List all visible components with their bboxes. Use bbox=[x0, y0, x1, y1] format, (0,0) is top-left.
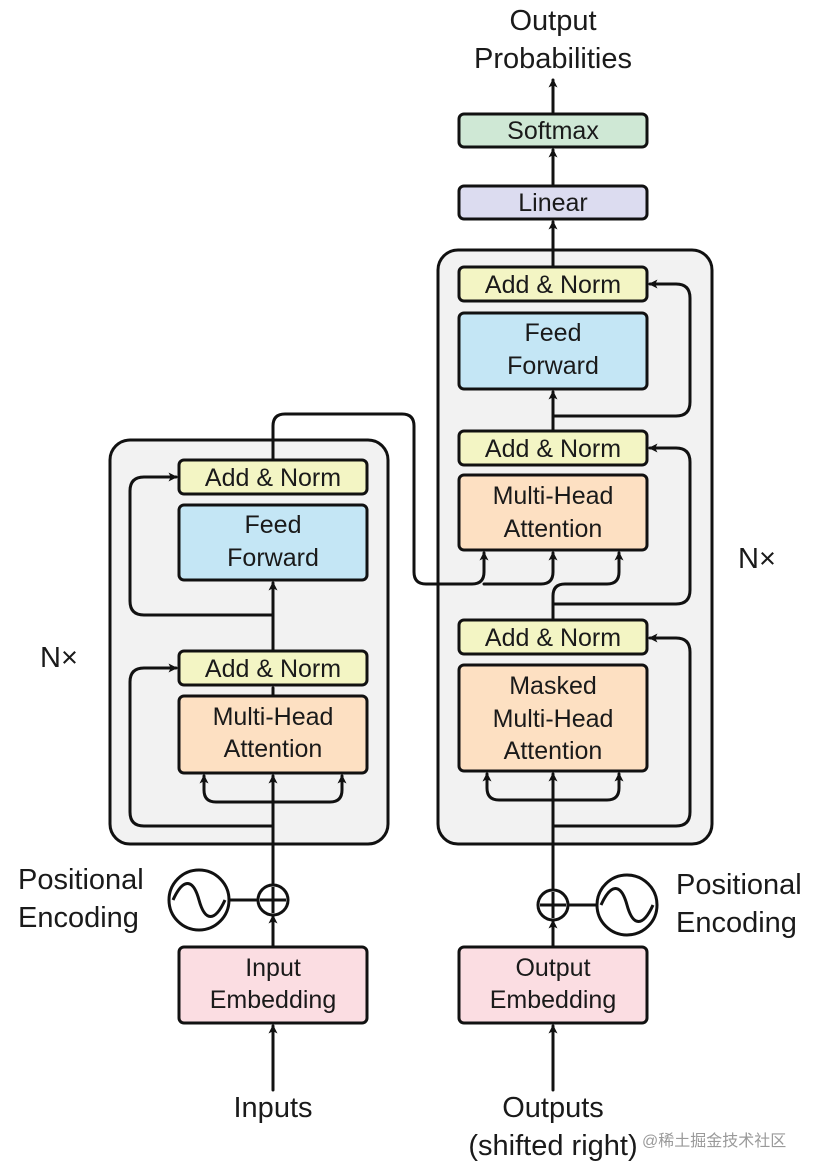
enc-sine-wave-icon bbox=[167, 868, 231, 932]
dec-ff-line1: Feed bbox=[525, 319, 582, 347]
dec-norm-to-cross bbox=[551, 551, 624, 620]
dec-positional-line2: Encoding bbox=[676, 907, 797, 939]
dec-cross-attn-line1: Multi-Head bbox=[493, 482, 614, 510]
dec-residual-1 bbox=[551, 633, 692, 828]
dec-plus-icon bbox=[536, 888, 570, 922]
enc-attn-fan-left bbox=[199, 774, 275, 804]
dec-add-norm-top-box bbox=[457, 265, 649, 303]
dec-masked-attn-line1: Masked bbox=[509, 672, 597, 700]
enc-residual-2 bbox=[128, 472, 275, 617]
enc-positional-line2: Encoding bbox=[18, 902, 139, 934]
dec-add-norm-mid-label: Add & Norm bbox=[485, 435, 621, 463]
enc-add-norm-top-box bbox=[177, 458, 369, 496]
enc-embed-line2: Embedding bbox=[210, 986, 336, 1014]
enc-to-dec-branch bbox=[482, 551, 558, 586]
dec-sine-wave-icon bbox=[595, 873, 659, 937]
output-title-line2: Probabilities bbox=[474, 43, 632, 75]
enc-nx-label: N× bbox=[40, 642, 78, 674]
dec-nx-label: N× bbox=[738, 543, 776, 575]
enc-attention-box bbox=[177, 694, 369, 775]
dec-residual-3 bbox=[551, 279, 692, 418]
dec-cross-attn-line2: Attention bbox=[504, 515, 603, 543]
enc-add-norm-bottom-label: Add & Norm bbox=[205, 655, 341, 683]
softmax-box bbox=[457, 112, 649, 149]
enc-positional-line1: Positional bbox=[18, 864, 144, 896]
enc-residual-1 bbox=[128, 663, 275, 828]
output-title-line1: Output bbox=[509, 5, 596, 37]
enc-feed-forward-box bbox=[177, 503, 369, 582]
dec-input-line2: (shifted right) bbox=[468, 1130, 637, 1162]
dec-input-line1: Outputs bbox=[502, 1092, 604, 1124]
dec-masked-attn-line3: Attention bbox=[504, 737, 603, 765]
enc-attn-line2: Attention bbox=[224, 735, 323, 763]
watermark: @稀土掘金技术社区 bbox=[642, 1132, 786, 1150]
dec-cross-attention-box bbox=[457, 473, 649, 552]
enc-plus-icon bbox=[256, 883, 290, 917]
enc-to-dec-connector bbox=[271, 412, 489, 586]
softmax-label: Softmax bbox=[507, 117, 599, 145]
dec-positional-line1: Positional bbox=[676, 869, 802, 901]
enc-add-norm-bottom-box bbox=[177, 649, 369, 687]
linear-label: Linear bbox=[518, 189, 588, 217]
dec-ff-line2: Forward bbox=[507, 352, 599, 380]
dec-masked-attn-line2: Multi-Head bbox=[493, 705, 614, 733]
dec-add-norm-bottom-label: Add & Norm bbox=[485, 624, 621, 652]
enc-ff-line1: Feed bbox=[245, 511, 302, 539]
dec-add-norm-top-label: Add & Norm bbox=[485, 271, 621, 299]
dec-embedding-box bbox=[457, 945, 649, 1025]
enc-embedding-box bbox=[177, 945, 369, 1025]
linear-box bbox=[457, 184, 649, 221]
enc-add-norm-top-label: Add & Norm bbox=[205, 464, 341, 492]
dec-embed-line1: Output bbox=[515, 954, 590, 982]
encoder-stack bbox=[108, 438, 390, 846]
dec-masked-attention-box bbox=[457, 663, 649, 773]
enc-input-label: Inputs bbox=[234, 1092, 313, 1124]
enc-ff-line2: Forward bbox=[227, 544, 319, 572]
enc-embed-line1: Input bbox=[245, 954, 301, 982]
dec-residual-2 bbox=[551, 443, 692, 606]
enc-attn-fan-right bbox=[271, 774, 347, 804]
dec-mattn-fan-left bbox=[482, 772, 555, 802]
dec-feed-forward-box bbox=[457, 311, 649, 391]
dec-embed-line2: Embedding bbox=[490, 986, 616, 1014]
dec-add-norm-bottom-box bbox=[457, 618, 649, 656]
dec-mattn-fan-right bbox=[551, 772, 624, 802]
dec-add-norm-mid-box bbox=[457, 429, 649, 467]
enc-attn-line1: Multi-Head bbox=[213, 703, 334, 731]
